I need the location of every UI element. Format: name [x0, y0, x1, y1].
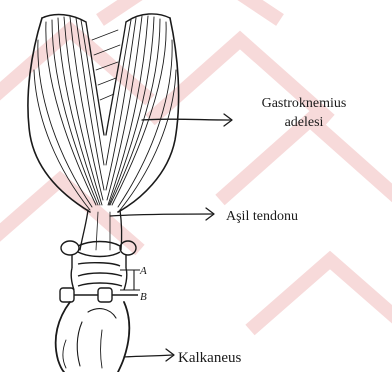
dimension-label-a: A — [139, 265, 147, 277]
label-achilles-tendon: Aşil tendonu — [226, 209, 298, 224]
label-calcaneus: Kalkaneus — [178, 350, 241, 366]
arrow-calcaneus — [124, 355, 172, 357]
watermark — [0, 0, 392, 330]
label-gastrocnemius-line1: Gastroknemius — [262, 96, 347, 111]
label-gastrocnemius-line2: adelesi — [285, 115, 324, 130]
arrow-gastrocnemius — [142, 119, 230, 120]
calcaneus-bone — [56, 302, 130, 372]
dimension-label-b: B — [140, 291, 147, 303]
arrow-achilles — [110, 214, 212, 216]
lower-clamp — [60, 263, 140, 302]
